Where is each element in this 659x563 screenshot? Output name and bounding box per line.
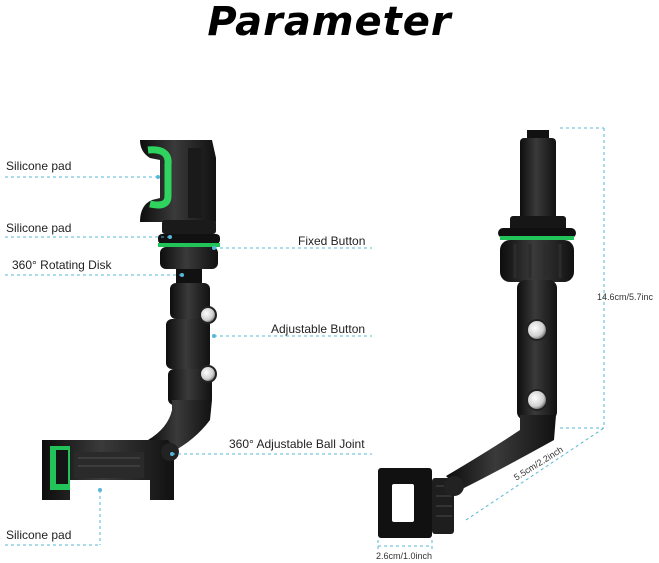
left-guide-dots (98, 175, 216, 492)
page-title: Parameter (207, 0, 452, 45)
height-dimension: 14.6cm/5.7inc (597, 292, 654, 302)
ball-joint-label: 360° Adjustable Ball Joint (229, 437, 365, 451)
fixed-button-label: Fixed Button (298, 234, 366, 248)
left-holder (42, 140, 220, 500)
silicone-pad-mid-label: Silicone pad (6, 221, 72, 235)
rotating-disk-label: 360° Rotating Disk (12, 258, 112, 272)
silicone-pad-bottom-label: Silicone pad (6, 528, 72, 542)
right-holder (378, 130, 576, 538)
left-guides (5, 176, 372, 546)
adjustable-button-label: Adjustable Button (271, 322, 366, 336)
clamp-width-dimension: 2.6cm/1.0inch (376, 551, 433, 561)
right-guides (377, 127, 605, 552)
silicone-pad-top-label: Silicone pad (6, 159, 72, 173)
